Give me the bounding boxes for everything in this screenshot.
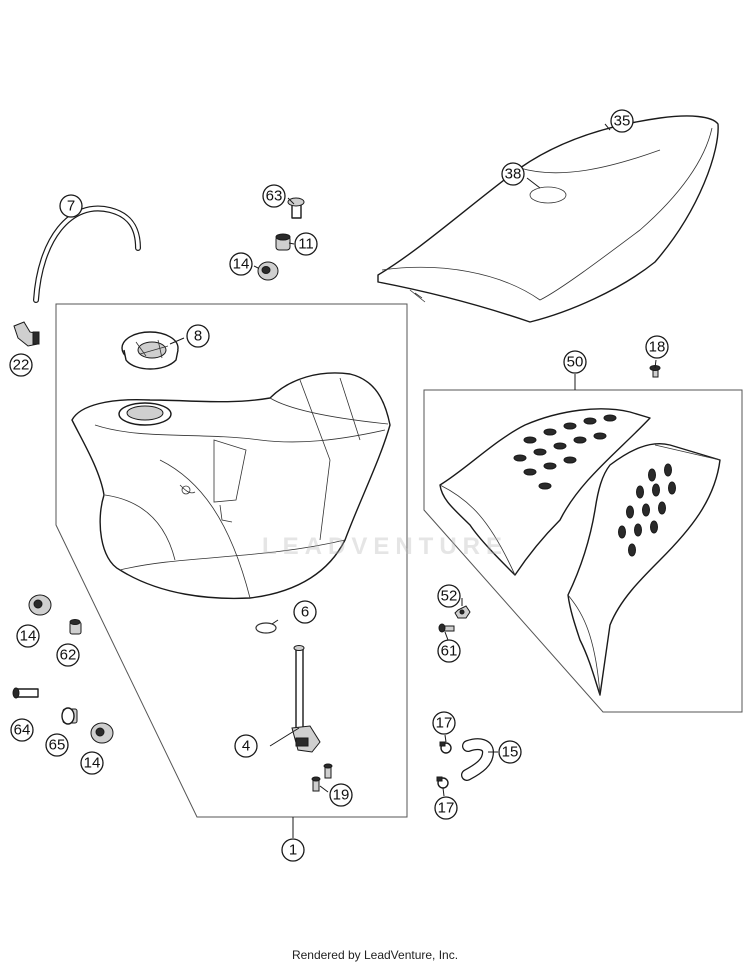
svg-text:1: 1 [289,842,297,859]
screw-61 [438,623,455,633]
bushing-11 [275,233,291,251]
callout-14-left-upper: 14 [16,624,40,648]
callout-11: 11 [294,232,318,256]
svg-text:22: 22 [13,357,30,374]
spoiler-left-vents [513,414,617,490]
seat [377,115,719,323]
grommet-14-left-lower [90,722,114,744]
svg-text:64: 64 [14,722,31,739]
callout-17-lower: 17 [434,796,458,820]
callout-35: 35 [610,109,634,133]
svg-text:14: 14 [84,755,101,772]
svg-text:52: 52 [441,588,458,605]
callout-1: 1 [281,838,305,862]
callout-14-top: 14 [229,252,253,276]
svg-text:38: 38 [505,166,522,183]
svg-text:7: 7 [67,198,75,215]
grommet-14-left-upper [28,594,52,616]
callout-19: 19 [329,783,353,807]
screw-64 [12,687,39,699]
callout-7: 7 [59,194,83,218]
svg-text:17: 17 [436,715,453,732]
svg-text:8: 8 [194,328,202,345]
callout-38: 38 [501,162,525,186]
svg-text:17: 17 [438,800,455,817]
svg-text:62: 62 [60,647,77,664]
callout-4: 4 [234,734,258,758]
svg-text:35: 35 [614,113,631,130]
callout-61: 61 [437,639,461,663]
svg-text:4: 4 [242,738,250,755]
footer-credit: Rendered by LeadVenture, Inc. [291,948,459,962]
svg-text:15: 15 [502,744,519,761]
spoiler-assembly-frame [423,389,743,713]
hose-clamp-17-lower [436,776,449,789]
svg-text:65: 65 [49,737,66,754]
callout-18: 18 [645,335,669,359]
callout-63: 63 [262,184,286,208]
callout-65: 65 [45,733,69,757]
grommet-14-top [257,261,279,281]
svg-text:6: 6 [301,604,309,621]
spoiler-right [567,443,721,696]
spoiler-right-vents [618,463,676,557]
svg-text:63: 63 [266,188,283,205]
nut-52 [454,605,471,619]
bushing-62 [69,619,82,635]
callout-50: 50 [563,350,587,374]
callout-17-upper: 17 [432,711,456,735]
svg-text:50: 50 [567,354,584,371]
callout-64: 64 [10,718,34,742]
fuel-tank [71,372,391,600]
fuel-hose [461,738,495,781]
svg-text:18: 18 [649,339,666,356]
svg-text:11: 11 [298,236,314,253]
watermark: LEADVENTURE [262,533,509,560]
bushing-65 [61,707,78,725]
spoiler-left [439,408,651,576]
callout-6: 6 [293,600,317,624]
hose-clamp-17-upper [439,741,452,754]
fuel-cap [121,331,179,370]
fuel-tank-assembly-frame [55,303,408,818]
fuel-tap [291,645,321,753]
callout-62: 62 [56,643,80,667]
callout-8: 8 [186,324,210,348]
screw-19 [311,763,333,792]
elbow-fitting [13,321,40,347]
svg-text:14: 14 [20,628,37,645]
leader-lines [169,123,657,838]
callout-15: 15 [498,740,522,764]
breather-hose [33,205,141,303]
callout-52: 52 [437,584,461,608]
screw-63 [287,197,305,219]
callout-14-left-lower: 14 [80,751,104,775]
svg-text:61: 61 [441,643,458,660]
callout-22: 22 [9,353,33,377]
svg-text:19: 19 [333,787,350,804]
svg-text:14: 14 [233,256,250,273]
o-ring [255,622,277,634]
